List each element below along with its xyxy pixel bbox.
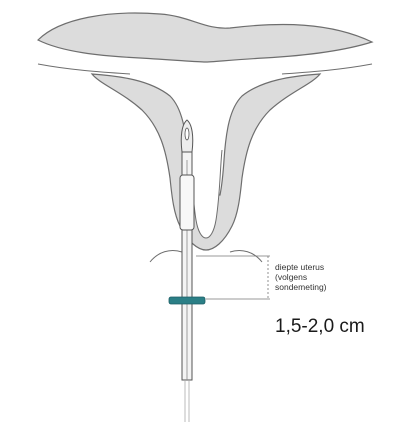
depth-label-line-2: (volgens — [275, 272, 395, 282]
upper-contour-left — [38, 64, 130, 74]
depth-label-line-1: diepte uterus — [275, 262, 395, 272]
vaginal-contour-left — [150, 250, 182, 262]
measurement-text: 1,5-2,0 cm — [275, 316, 365, 338]
iud-eye — [185, 128, 189, 140]
upper-contour-right — [282, 64, 372, 74]
depth-flange — [169, 297, 205, 304]
depth-label-line-3: sondemeting) — [275, 282, 395, 292]
depth-label: diepte uterus (volgens sondemeting) — [275, 262, 395, 292]
iud-body — [180, 175, 194, 230]
upper-organ-shape — [38, 13, 372, 62]
